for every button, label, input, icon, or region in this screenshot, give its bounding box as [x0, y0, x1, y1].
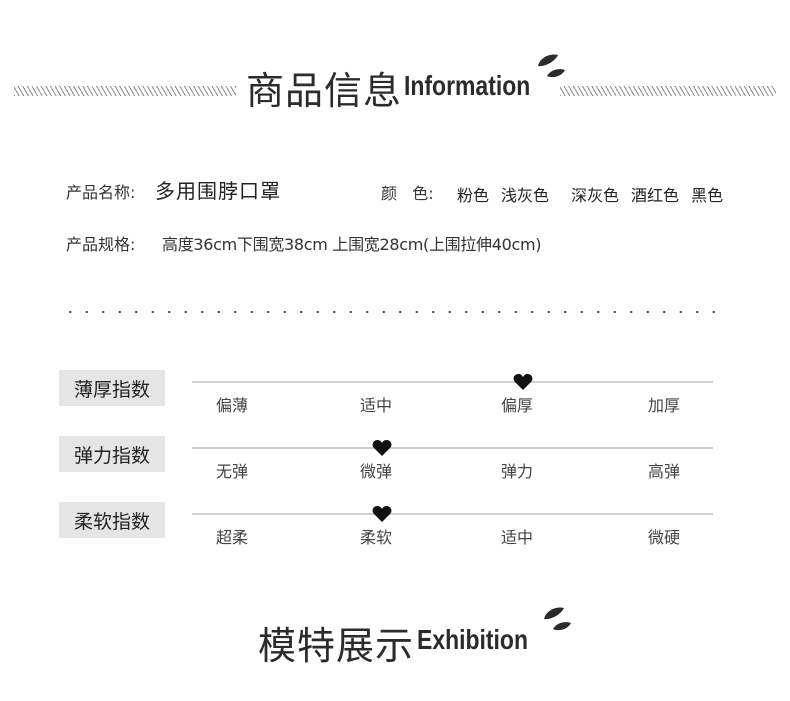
- dotted-divider: [62, 310, 722, 314]
- header-hatch-left: [14, 86, 236, 96]
- color-item: 酒红色: [631, 186, 680, 205]
- spec-label: 产品规格:: [66, 235, 136, 254]
- index-option: 适中: [359, 396, 393, 415]
- index-option: 柔软: [359, 528, 393, 547]
- leaf-ornament-icon: [538, 54, 565, 78]
- exhibition-title-en: Exhibition: [417, 624, 528, 655]
- header-hatch-right: [560, 86, 776, 96]
- spec-value: 高度36cm下围宽38cm 上围宽28cm(上围拉伸40cm): [162, 235, 542, 254]
- index-label: 弹力指数: [59, 436, 165, 472]
- product-name-label: 产品名称:: [66, 183, 136, 202]
- index-option: 适中: [500, 528, 534, 547]
- index-scale-line: [192, 447, 713, 449]
- info-title-cn: 商品信息: [246, 69, 403, 113]
- index-option: 微弹: [359, 462, 393, 481]
- index-option: 弹力: [500, 462, 534, 481]
- color-item: 浅灰色: [501, 186, 550, 205]
- index-option: 超柔: [215, 528, 249, 547]
- color-item: 黑色: [691, 186, 724, 205]
- index-option: 偏薄: [215, 396, 249, 415]
- index-option: 高弹: [647, 462, 681, 481]
- heart-marker-icon: [372, 506, 392, 522]
- heart-marker-icon: [513, 374, 533, 390]
- info-title-en: Information: [404, 70, 531, 101]
- index-label: 柔软指数: [59, 502, 165, 538]
- index-option: 加厚: [647, 396, 681, 415]
- color-item: 深灰色: [571, 186, 620, 205]
- index-scale-line: [192, 513, 713, 515]
- heart-marker-icon: [372, 440, 392, 456]
- index-option: 微硬: [647, 528, 681, 547]
- index-option: 偏厚: [500, 396, 534, 415]
- exhibition-title-cn: 模特展示: [258, 624, 415, 668]
- color-item: 粉色: [457, 186, 490, 205]
- color-list: 粉色 浅灰色 深灰色 酒红色 黑色: [457, 182, 735, 206]
- index-label: 薄厚指数: [59, 370, 165, 406]
- leaf-ornament-icon: [544, 607, 571, 631]
- product-name-value: 多用围脖口罩: [155, 179, 281, 203]
- index-option: 无弹: [215, 462, 249, 481]
- color-label: 颜 色:: [381, 184, 434, 203]
- index-scale-line: [192, 381, 713, 383]
